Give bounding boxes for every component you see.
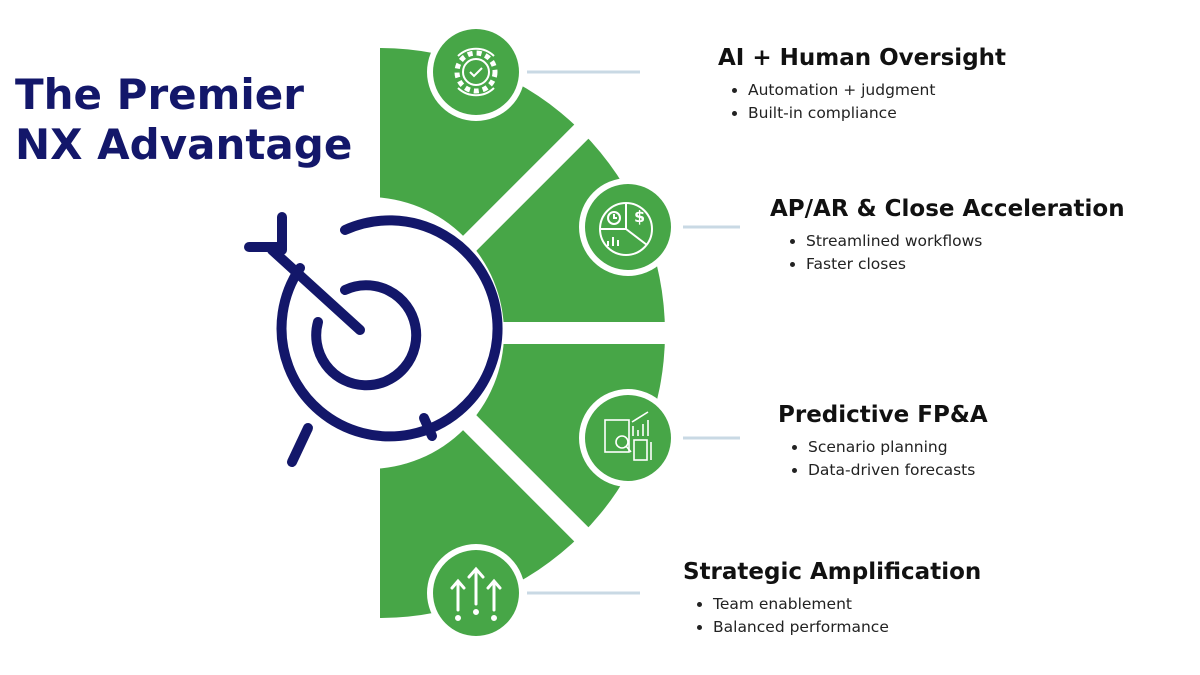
item-strategic-amplification: Strategic Amplification Team enablementB… [683, 559, 981, 639]
pie-chart-finance-icon: $ [579, 178, 677, 276]
page-title: The Premier NX Advantage [15, 70, 353, 169]
item-heading: AI + Human Oversight [718, 45, 1007, 71]
target-icon [244, 212, 503, 467]
item-heading: Strategic Amplification [683, 559, 982, 585]
gear-check-cycle-icon [427, 23, 525, 121]
bullet: Balanced performance [713, 616, 981, 639]
bullet: Automation + judgment [748, 79, 1006, 102]
bullet: Team enablement [713, 593, 981, 616]
bullet: Streamlined workflows [806, 230, 1125, 253]
item-heading: Predictive FP&A [778, 402, 988, 428]
bullet: Faster closes [806, 253, 1125, 276]
green-segments [232, 48, 700, 618]
item-ap-ar-close: AP/AR & Close Acceleration Streamlined w… [770, 196, 1125, 276]
up-arrows-icon [427, 544, 525, 642]
report-calculator-chart-icon [579, 389, 677, 487]
item-predictive-fpa: Predictive FP&A Scenario planningData-dr… [778, 402, 988, 482]
center-cutout [232, 197, 504, 469]
bullet: Scenario planning [808, 436, 988, 459]
connector-lines [527, 70, 740, 595]
bullet: Data-driven forecasts [808, 459, 988, 482]
svg-text:$: $ [634, 207, 645, 226]
bullet: Built-in compliance [748, 102, 1006, 125]
item-ai-human-oversight: AI + Human Oversight Automation + judgme… [718, 45, 1006, 125]
item-heading: AP/AR & Close Acceleration [770, 196, 1125, 222]
